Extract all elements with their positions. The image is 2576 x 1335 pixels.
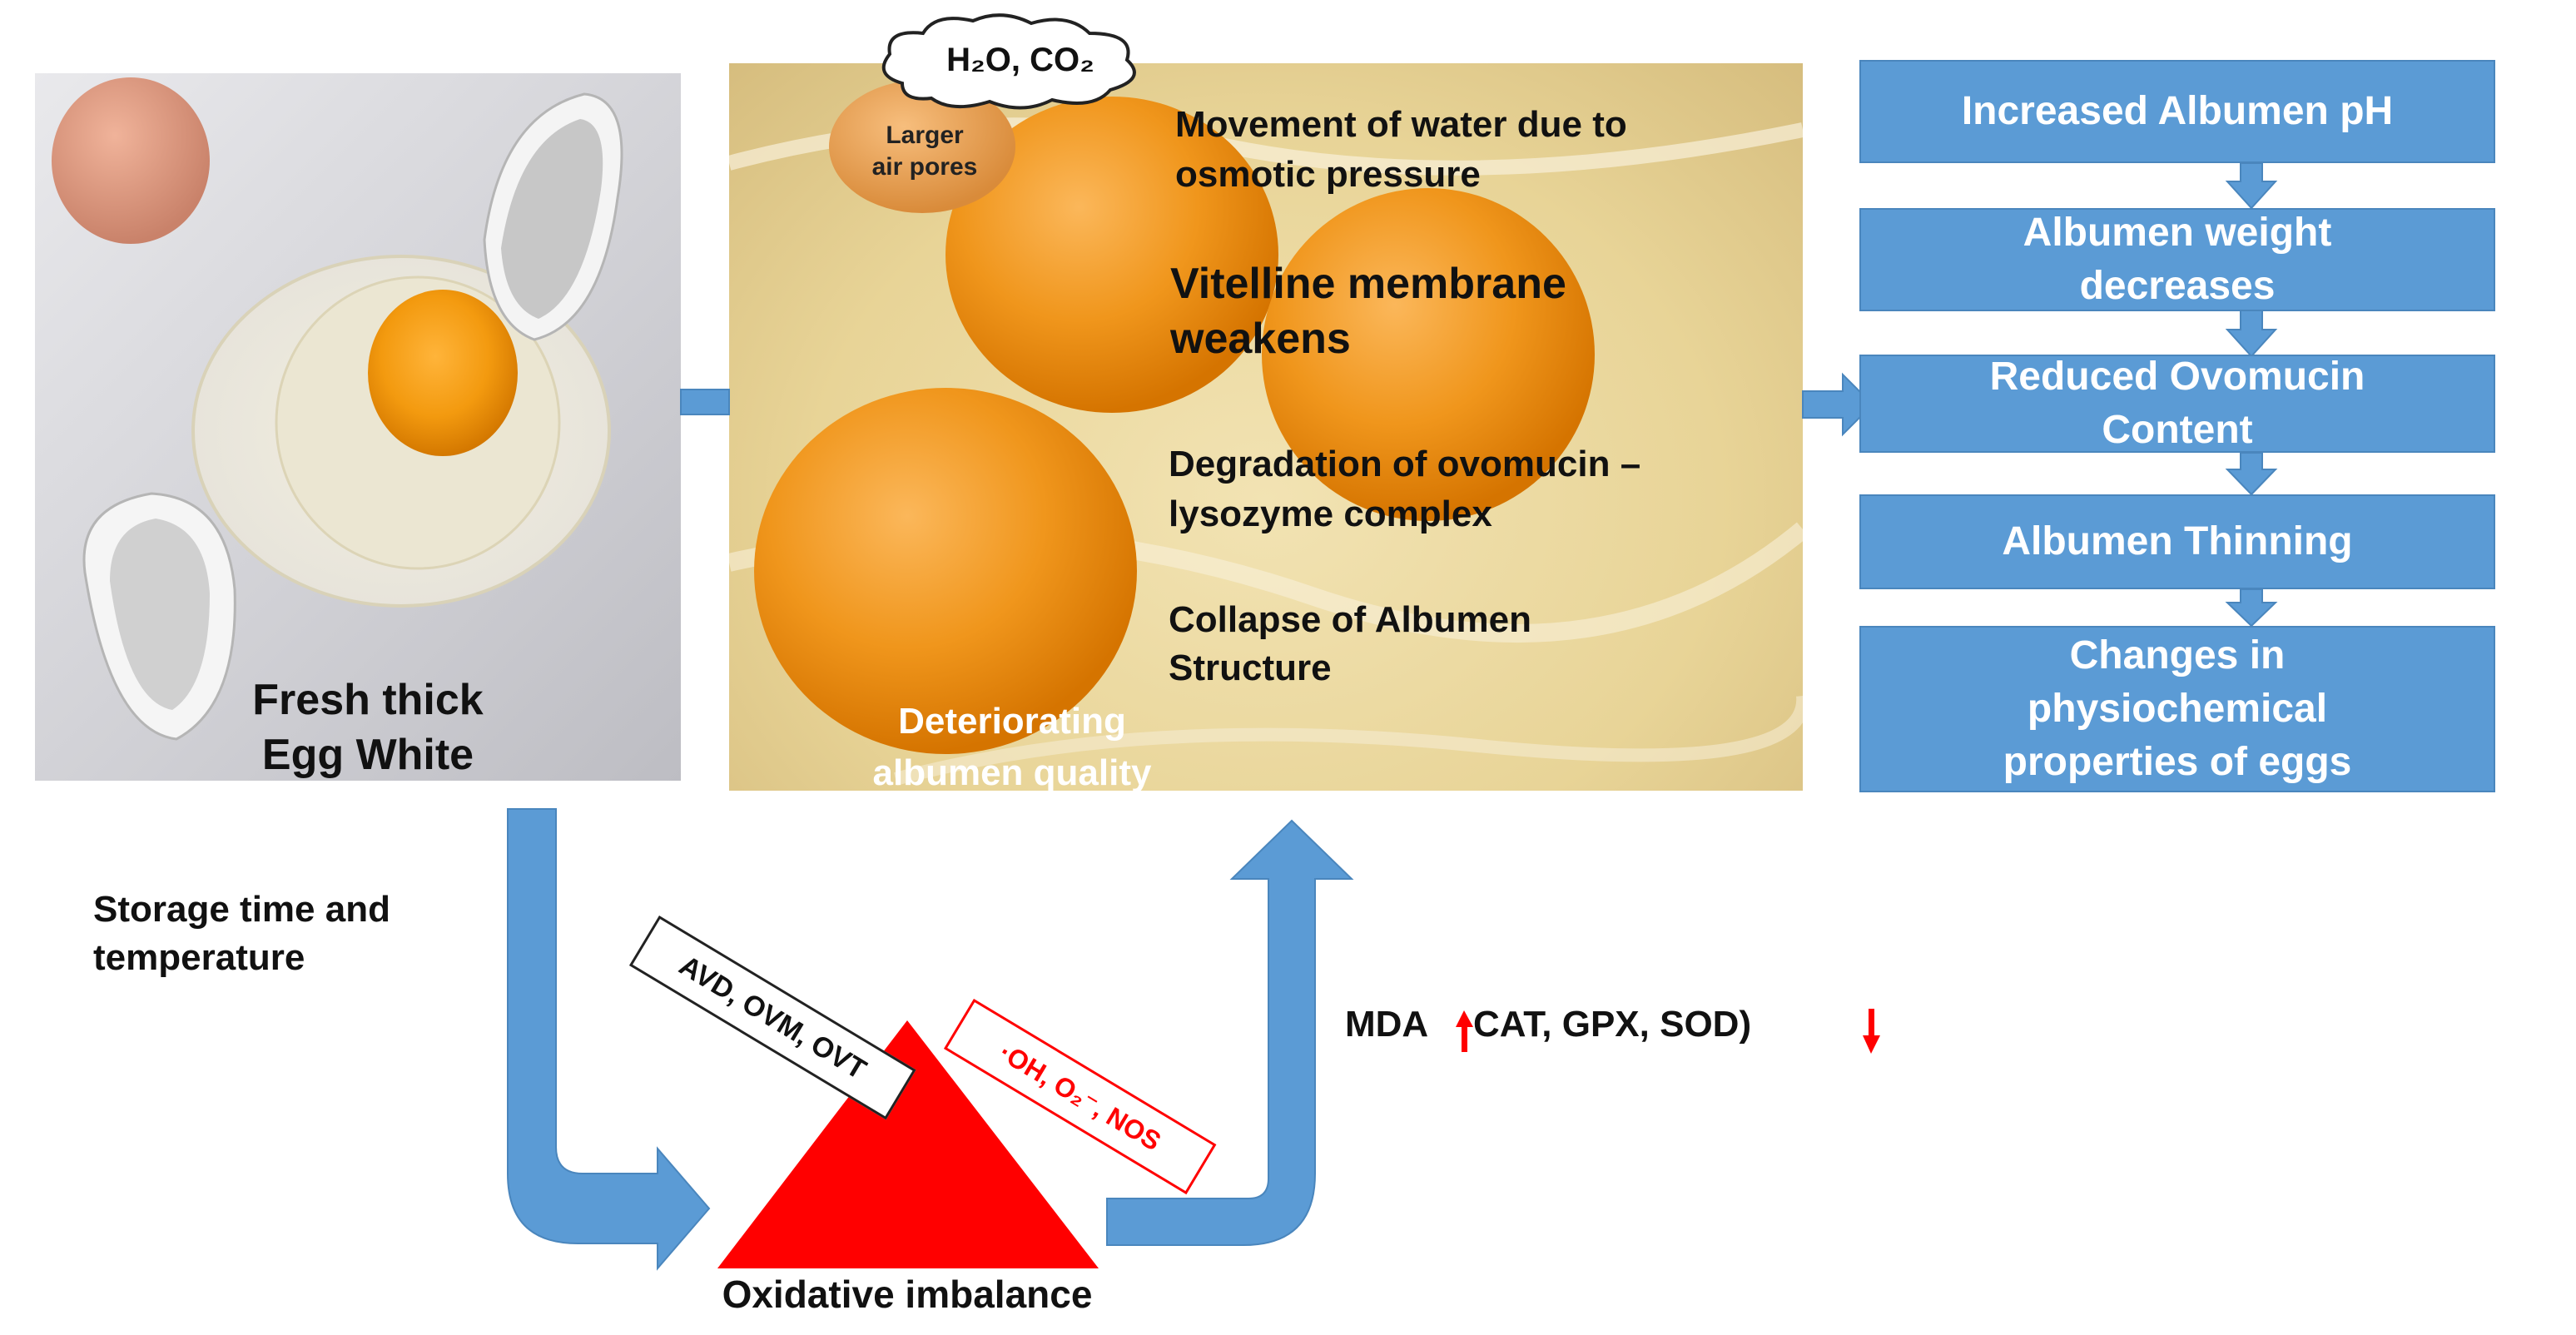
box-albumen-thinning: Albumen Thinning	[1859, 494, 2495, 589]
storage-label: Storage time and temperature	[93, 889, 390, 978]
step-vitelline-membrane: Vitelline membrane weakens	[1170, 260, 1566, 363]
small-egg	[829, 80, 1015, 213]
box-chain-arrows	[2225, 162, 2278, 628]
arrow-imbalance-to-albumen	[1106, 819, 1354, 1246]
oxidative-imbalance-triangle	[717, 1020, 1099, 1268]
down-arrow-icon	[1863, 1009, 1880, 1054]
fresh-caption: Fresh thick Egg White	[252, 676, 484, 779]
box-physiochemical-changes: Changes in physiochemical properties of …	[1859, 626, 2495, 792]
deteriorating-egg-illustration	[727, 80, 1810, 786]
fresh-egg-photo: Fresh thick Egg White	[35, 73, 681, 781]
box-increased-ph: Increased Albumen pH	[1859, 60, 2495, 163]
yolk-right	[1262, 188, 1595, 521]
yolk-top	[946, 97, 1278, 413]
arrow-storage-to-imbalance	[507, 808, 711, 1271]
step-albumen-collapse: Collapse of Albumen Structure	[1169, 599, 1531, 688]
gas-cloud-icon	[881, 13, 1136, 110]
enzymes-label: CAT, GPX, SOD)	[1473, 1004, 1752, 1045]
cloud-label: H₂O, CO₂	[946, 42, 1094, 78]
deteriorating-caption: Deteriorating albumen quality	[872, 701, 1152, 793]
small-egg-label: Larger air pores	[871, 122, 978, 181]
box-albumen-weight: Albumen weight decreases	[1859, 208, 2495, 311]
fresh-egg-illustration	[52, 77, 623, 741]
step-water-movement: Movement of water due to osmotic pressur…	[1175, 104, 1627, 195]
mda-label: MDA	[1345, 1004, 1429, 1045]
oxidative-imbalance-label: Oxidative imbalance	[722, 1273, 1093, 1316]
yolk-bottom	[754, 388, 1137, 754]
step-ovomucin-degradation: Degradation of ovomucin – lysozyme compl…	[1169, 444, 1641, 534]
arrow-photo1-to-photo2	[680, 389, 730, 415]
up-arrow-icon	[1456, 1010, 1473, 1052]
brown-egg	[52, 77, 210, 244]
box-reduced-ovomucin: Reduced Ovomucin Content	[1859, 355, 2495, 453]
arrow-photo2-to-boxes	[1802, 372, 1874, 437]
deteriorating-egg-photo: H₂O, CO₂ Larger air pores Movement of wa…	[727, 13, 1810, 793]
egg-yolk	[368, 290, 518, 456]
